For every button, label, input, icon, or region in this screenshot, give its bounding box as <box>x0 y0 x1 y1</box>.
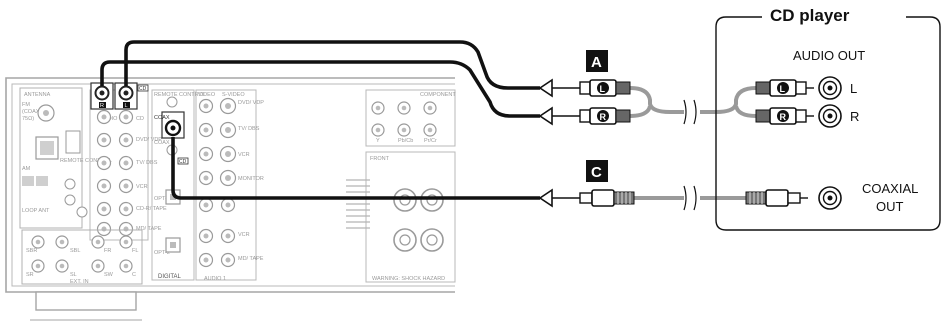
cd-in-l-label: L <box>125 103 128 109</box>
cables <box>100 40 757 211</box>
audio-out-label: AUDIO OUT <box>793 48 865 63</box>
front-label: FRONT <box>370 156 390 162</box>
badge-a: A <box>586 50 608 72</box>
coax-label: COAX <box>154 115 170 121</box>
cd-out-l-label: L <box>850 81 857 96</box>
video-section <box>195 89 257 281</box>
speaker-terminals <box>393 188 444 252</box>
cable-break-mark-2 <box>683 185 687 211</box>
cable-coaxial <box>171 137 540 200</box>
opt2-label: OPT-2 <box>154 250 170 256</box>
video-label: VIDEO <box>198 92 216 98</box>
cd-in-r-label: R <box>100 103 104 109</box>
audio-vcr-label: VCR <box>238 232 250 238</box>
remote-jack-2[interactable] <box>64 194 76 206</box>
rca-plug-l-right: L <box>755 79 814 97</box>
pb-label: Pb/Cb <box>398 138 413 144</box>
tv-row-label: TV/ DBS <box>136 160 158 166</box>
fl-label: FL <box>132 248 138 254</box>
s-video-label: S-VIDEO <box>222 92 245 98</box>
antenna-label: ANTENNA <box>24 92 51 98</box>
sbr-label: SBR <box>26 248 37 254</box>
antenna-section <box>19 87 83 229</box>
ext-in-section <box>21 229 143 285</box>
cable-audio-l <box>124 40 540 90</box>
coax-label-2: COAX <box>154 140 170 146</box>
arrow-r <box>538 106 553 126</box>
plug-l-right-label: L <box>780 84 786 94</box>
sl-label: SL <box>70 272 77 278</box>
receiver-foot <box>35 291 137 311</box>
audio1-label: AUDIO 1 <box>204 276 226 282</box>
cd-player-panel: CD player AUDIO OUT L R COAXIAL OUT <box>715 6 941 231</box>
component-section <box>365 89 456 147</box>
md-row-label: MD/ TAPE <box>136 226 162 232</box>
fr-label: FR <box>104 248 111 254</box>
opt1-label: OPT-1 <box>154 196 170 202</box>
coax-plug-left <box>579 189 635 207</box>
sr-label: SR <box>26 272 34 278</box>
cdr-row-label: CD-R/ TAPE <box>136 206 167 212</box>
arrow-l <box>538 78 553 98</box>
warning-label: WARNING: SHOCK HAZARD <box>372 276 445 282</box>
plug-l-left-label: L <box>600 84 606 94</box>
coax-cd-tag: CD <box>179 159 187 165</box>
cd-row-label: CD <box>136 116 144 122</box>
badge-a-text: A <box>591 54 602 71</box>
dvd-row-label: DVD/ VDP <box>136 137 162 143</box>
remote-control-label-2: REMOTE CONTROL <box>154 92 206 98</box>
rca-plug-l-left: L <box>579 79 631 97</box>
plug-r-left-label: R <box>600 112 607 122</box>
badge-c-text: C <box>591 164 602 181</box>
video-dvd-label: DVD/ VDP <box>238 100 264 106</box>
ext-in-label: EXT. IN <box>70 279 89 285</box>
component-label: COMPONENT <box>420 92 456 98</box>
vcr-row-label: VCR <box>136 184 148 190</box>
audio-md-label: MD/ TAPE <box>238 256 264 262</box>
video-jack-grid <box>198 97 237 268</box>
component-jacks <box>371 101 437 137</box>
ext-in-jacks <box>31 235 133 273</box>
audio-jack-grid <box>96 109 134 237</box>
cd-out-r-label: R <box>850 109 859 124</box>
rca-plug-r-right: R <box>755 107 814 125</box>
arrow-coax <box>538 188 553 208</box>
pr-label: Pr/Cr <box>424 138 437 144</box>
digital-label: DIGITAL <box>158 274 182 280</box>
remote-jack-3[interactable] <box>76 206 88 218</box>
remote-jack-1[interactable] <box>64 178 76 190</box>
am-switch[interactable] <box>65 130 81 154</box>
badge-c: C <box>586 160 608 182</box>
cd-player-title: CD player <box>770 6 850 25</box>
am-label: AM <box>22 166 31 172</box>
sbl-label: SBL <box>70 248 80 254</box>
cd-in-tag: CD <box>139 86 147 92</box>
fm-label: FM <box>22 102 30 108</box>
rca-plug-r-left: R <box>579 107 631 125</box>
coaxial-label: COAXIAL <box>862 181 918 196</box>
video-tv-label: TV/ DBS <box>238 126 260 132</box>
plug-r-right-label: R <box>780 112 787 122</box>
ohm-label: 75Ω) <box>22 116 34 122</box>
audio-cable-gray-left <box>629 86 684 114</box>
speaker-section <box>365 151 456 283</box>
sw-label: SW <box>104 272 114 278</box>
loop-ant-label: LOOP ANT <box>22 208 50 214</box>
cd-player-outline <box>715 16 941 231</box>
cable-audio-r <box>100 60 540 118</box>
digital-section <box>151 89 195 281</box>
receiver-rear-panel: ANTENNA FM (COAXIAL 75Ω) AM LOOP ANT REM… <box>5 77 456 321</box>
video-vcr-label: VCR <box>238 152 250 158</box>
coax-plug-right <box>745 189 808 207</box>
audio-cable-gray-right <box>700 86 757 114</box>
coaxial-out-label: OUT <box>876 199 904 214</box>
coaxial-75-label: (COAXIAL <box>22 109 48 115</box>
cable-break-mark-1 <box>683 99 687 125</box>
y-label: Y <box>376 138 380 144</box>
remote-control-label: REMOTE CONTROL <box>60 158 112 164</box>
video-monitor-label: MONITOR <box>238 176 264 182</box>
c-label: C <box>132 272 136 278</box>
